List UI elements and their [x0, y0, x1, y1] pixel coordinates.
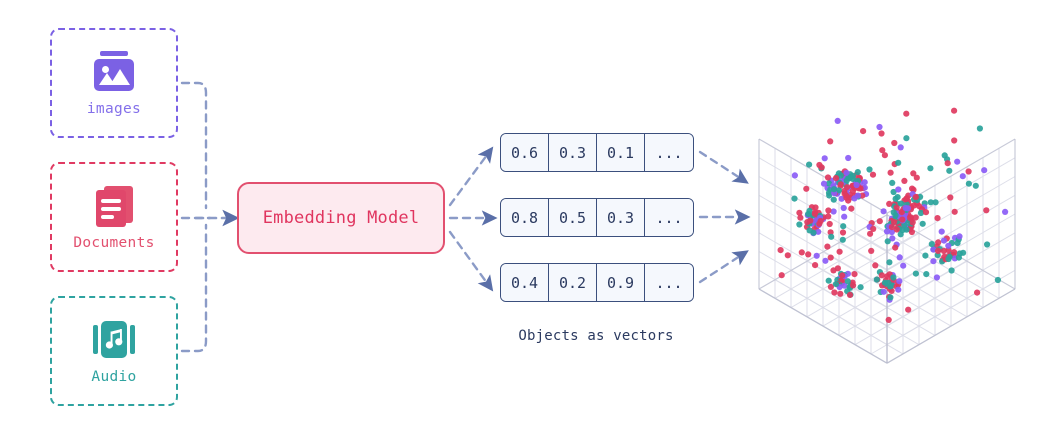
vector-cell: 0.4: [501, 264, 549, 301]
vector-cell: ...: [645, 134, 693, 171]
vector-cell: 0.2: [549, 264, 597, 301]
vectors-caption: Objects as vectors: [518, 328, 674, 344]
vector-cell: 0.3: [549, 134, 597, 171]
vector-cell: ...: [645, 199, 693, 236]
vector-cell: 0.8: [501, 199, 549, 236]
vector-cell: ...: [645, 264, 693, 301]
vector-row: 0.8 0.5 0.3 ...: [500, 198, 694, 237]
audio-icon: [91, 317, 137, 363]
embedding-model-box[interactable]: Embedding Model: [237, 182, 445, 254]
vector-cell: 0.3: [597, 199, 645, 236]
documents-icon: [91, 183, 137, 229]
source-box-images[interactable]: images: [50, 28, 178, 138]
source-box-documents[interactable]: Documents: [50, 162, 178, 272]
vector-cell: 0.9: [597, 264, 645, 301]
source-box-audio[interactable]: Audio: [50, 296, 178, 406]
vector-cell: 0.6: [501, 134, 549, 171]
source-label-audio: Audio: [91, 369, 137, 386]
vector-cell: 0.1: [597, 134, 645, 171]
vector-row: 0.4 0.2 0.9 ...: [500, 263, 694, 302]
vector-row: 0.6 0.3 0.1 ...: [500, 133, 694, 172]
source-label-images: images: [86, 101, 142, 118]
vector-space-cube: [758, 107, 1016, 364]
vector-cell: 0.5: [549, 199, 597, 236]
embedding-model-label: Embedding Model: [262, 208, 420, 228]
source-label-documents: Documents: [73, 235, 155, 252]
image-icon: [91, 49, 137, 95]
